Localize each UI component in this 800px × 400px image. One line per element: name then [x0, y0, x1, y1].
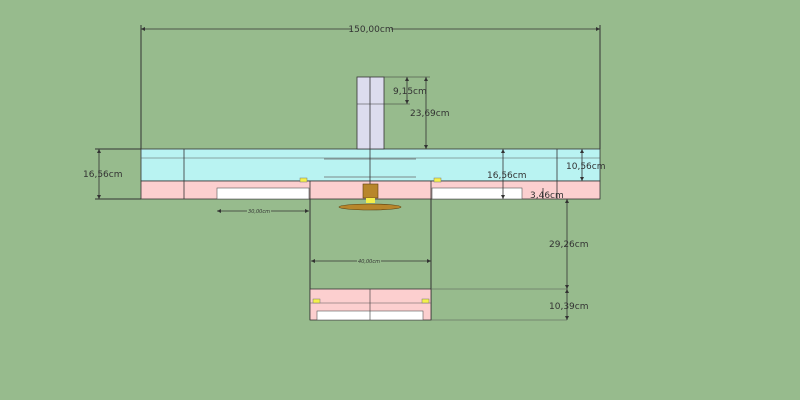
left-slot	[216, 187, 310, 200]
dim-column-height: 23,69cm	[410, 109, 449, 119]
gold-fitting	[362, 183, 379, 199]
gold-disc	[338, 203, 402, 211]
right-slot	[431, 187, 523, 200]
yellow-marker	[299, 177, 308, 183]
dim-column-top: 9,15cm	[393, 87, 427, 97]
dim-offset: 3,46cm	[530, 191, 564, 201]
column[interactable]	[356, 76, 385, 150]
dim-left-height: 16,56cm	[83, 170, 122, 180]
dim-drop: 29,26cm	[549, 240, 588, 250]
dim-leg-span: 40,00cm	[358, 259, 380, 265]
dim-right-height: 16,56cm	[487, 171, 526, 181]
cyan-beam[interactable]	[140, 148, 601, 182]
dim-lower-box-height: 10,39cm	[549, 302, 588, 312]
dim-cyan-height: 10,56cm	[566, 162, 605, 172]
dim-total-width: 150,00cm	[348, 25, 393, 35]
extension-lines	[95, 25, 601, 200]
dim-left-width: 30,00cm	[248, 209, 270, 215]
yellow-marker	[433, 177, 442, 183]
